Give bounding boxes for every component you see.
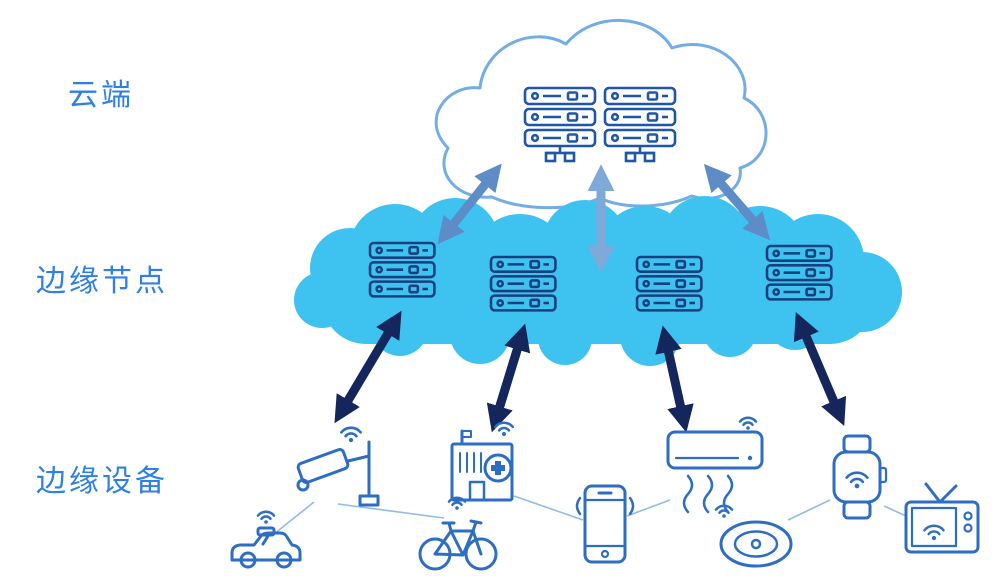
car-body bbox=[230, 531, 302, 562]
device-bicycle bbox=[418, 496, 498, 571]
tv-body bbox=[904, 500, 980, 554]
wifi-icon bbox=[845, 471, 869, 490]
label-edge-device-layer: 边缘设备 bbox=[36, 465, 168, 498]
mesh-line bbox=[626, 499, 671, 517]
medical-cross-icon bbox=[491, 461, 505, 475]
tv-antenna bbox=[924, 482, 958, 504]
tv-screen bbox=[910, 506, 958, 548]
label-cloud-layer: 云端 bbox=[68, 79, 134, 112]
cloud-edge-arrow-left bbox=[437, 163, 502, 245]
wifi-icon bbox=[340, 426, 362, 444]
device-security-camera bbox=[296, 426, 380, 507]
device-police-car bbox=[230, 510, 302, 569]
watch-strap-bottom bbox=[842, 500, 872, 520]
signal-arc bbox=[575, 496, 582, 516]
device-mesh bbox=[273, 495, 907, 535]
wifi-icon bbox=[738, 416, 758, 432]
vacuum-body bbox=[719, 520, 793, 568]
mesh-line bbox=[513, 495, 584, 521]
airflow-wave bbox=[682, 474, 694, 514]
mesh-line bbox=[883, 505, 907, 517]
edge-device-arrow-2 bbox=[486, 323, 531, 433]
mesh-line bbox=[787, 499, 831, 521]
wifi-icon bbox=[256, 510, 276, 526]
device-smartwatch bbox=[832, 434, 888, 520]
edge-device-arrow-3 bbox=[655, 325, 694, 433]
edge-device-links bbox=[334, 310, 847, 433]
car-wheel bbox=[275, 551, 293, 569]
hospital-flag bbox=[461, 430, 472, 438]
edge-device-arrow-1 bbox=[334, 310, 402, 424]
bicycle-frame bbox=[433, 529, 483, 557]
tv-knob bbox=[963, 511, 973, 521]
device-air-conditioner bbox=[666, 416, 764, 514]
phone-body bbox=[583, 484, 627, 564]
device-television bbox=[904, 482, 980, 554]
car-wheel bbox=[239, 551, 257, 569]
cloud-edge-links bbox=[437, 163, 771, 273]
edge-device-arrow-4 bbox=[793, 312, 847, 426]
signal-arc bbox=[628, 496, 635, 516]
wifi-icon bbox=[493, 421, 515, 438]
cloud-outline bbox=[434, 19, 768, 210]
cloud-edge-arrow-right bbox=[703, 163, 771, 241]
cloud-servers bbox=[525, 88, 675, 163]
device-hospital bbox=[450, 421, 515, 502]
camera-lens bbox=[296, 478, 310, 492]
device-robot-vacuum bbox=[714, 504, 793, 568]
hospital-door bbox=[468, 480, 486, 502]
label-edge-node-layer: 边缘节点 bbox=[36, 265, 168, 298]
camera-body bbox=[296, 448, 350, 484]
airflow-wave bbox=[702, 474, 714, 514]
edge-devices bbox=[230, 416, 980, 571]
ac-unit bbox=[666, 430, 764, 470]
cloud-server-rack bbox=[605, 88, 675, 163]
wifi-icon bbox=[923, 524, 945, 542]
watch-body bbox=[832, 450, 882, 504]
device-smartphone bbox=[575, 484, 635, 564]
phone-home-button bbox=[600, 549, 610, 559]
cloud-server-rack bbox=[525, 88, 595, 163]
watch-crown bbox=[878, 466, 888, 484]
mesh-line bbox=[273, 501, 315, 535]
tv-knob bbox=[963, 523, 973, 533]
mesh-line bbox=[337, 503, 445, 519]
watch-strap-top bbox=[842, 434, 872, 454]
bicycle-wheel bbox=[464, 537, 498, 571]
